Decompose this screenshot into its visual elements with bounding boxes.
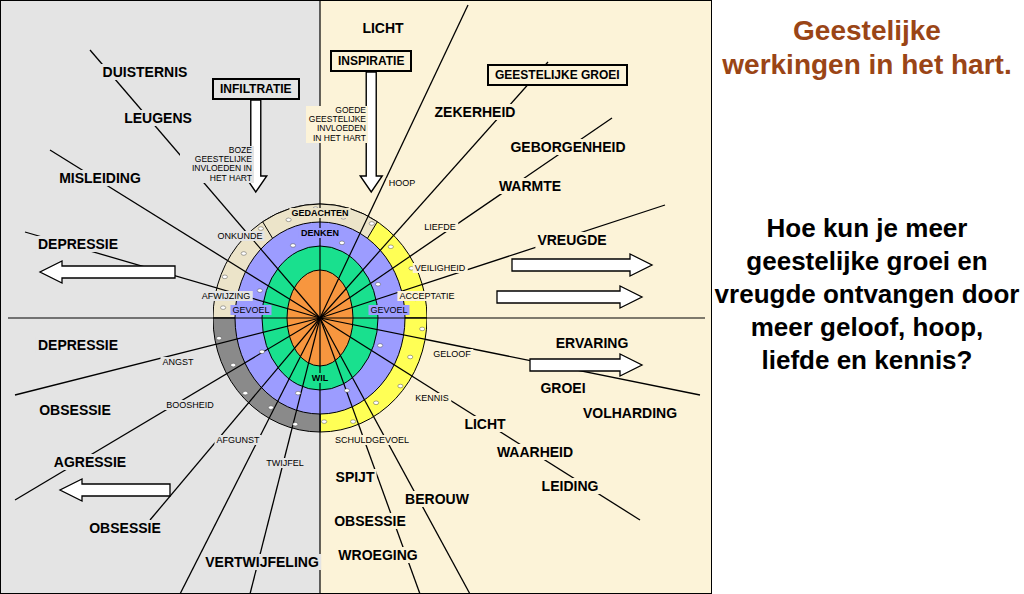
ring-dot <box>369 222 374 226</box>
ring-label: DENKEN <box>299 228 341 238</box>
effect-label: VREUGDE <box>535 232 608 248</box>
ring-dot <box>295 391 300 395</box>
heading-box: INSPIRATIE <box>330 50 412 72</box>
direction-arrow <box>60 479 170 501</box>
box-title: INFILTRATIE <box>220 82 292 96</box>
ring-dot <box>339 241 344 245</box>
influence-label: BOOSHEID <box>164 400 216 410</box>
influence-label: ACCEPTATIE <box>397 291 456 301</box>
effect-label: DUISTERNIS <box>101 64 190 80</box>
spoke-line <box>320 318 427 434</box>
ring-dot <box>322 420 327 424</box>
ring-dot <box>290 244 295 248</box>
spoke-line <box>320 318 420 434</box>
effect-label: DEPRESSIE <box>36 337 120 353</box>
ring-dot <box>257 289 262 293</box>
influence-label: ONKUNDE <box>215 231 264 241</box>
ring-label: GEDACHTEN <box>289 208 350 218</box>
divider-line <box>319 0 320 594</box>
ring-dot <box>258 227 263 231</box>
influence-label: VEILIGHEID <box>413 263 468 273</box>
ring-dot <box>378 344 383 348</box>
ring-dot <box>293 422 298 426</box>
spoke-line <box>320 318 427 395</box>
effect-label: ZEKERHEID <box>433 104 518 120</box>
ring-dot <box>420 327 425 331</box>
influence-label: ANGST <box>160 357 195 367</box>
effect-label: LICHT <box>360 20 405 36</box>
ring-dot <box>243 391 248 395</box>
ring-dot <box>373 401 378 405</box>
spoke-line <box>213 318 320 434</box>
direction-arrow <box>497 286 642 308</box>
ring-dot <box>351 420 356 424</box>
influence-label: HOOP <box>387 178 418 188</box>
ring-label: GEVOEL <box>368 305 409 315</box>
effect-label: VERTWIJFELING <box>203 554 321 570</box>
effect-label: ERVARING <box>554 335 631 351</box>
heading-box: INFILTRATIE <box>212 78 300 100</box>
ring-dot <box>241 252 246 256</box>
influence-label: SCHULDGEVOEL <box>333 435 411 445</box>
effect-label: WAARHEID <box>495 444 575 460</box>
spoke-line <box>320 205 427 318</box>
effect-label: LEUGENS <box>122 110 194 126</box>
effect-label: WARMTE <box>497 178 563 194</box>
effect-label: WROEGING <box>336 547 419 563</box>
influence-label: AFWIJZING <box>200 291 253 301</box>
effect-label: AGRESSIE <box>52 454 128 470</box>
influence-label: LIEFDE <box>422 222 458 232</box>
direction-arrow <box>512 254 652 276</box>
ring-dot <box>344 389 349 393</box>
influence-label: KENNIS <box>413 393 451 403</box>
effect-label: VOLHARDING <box>581 405 679 421</box>
spoke-line <box>213 232 320 318</box>
ring-dot <box>222 275 227 279</box>
ring-dot <box>286 218 291 222</box>
effect-label: OBSESSIE <box>87 520 163 536</box>
effect-label: MISLEIDING <box>57 170 143 186</box>
ring-dot <box>388 245 393 249</box>
effect-label: LEIDING <box>540 478 601 494</box>
ring-label: WIL <box>310 373 331 383</box>
effect-label: OBSESSIE <box>37 402 113 418</box>
ring-dot <box>398 384 403 388</box>
question-caption: Hoe kun je meer geestelijke groei en vre… <box>714 212 1020 377</box>
ring-dot <box>268 406 273 410</box>
influence-label: BOZE GEESTELIJKE INVLOEDEN IN HET HART <box>180 146 254 183</box>
box-title: GEESTELIJKE GROEI <box>495 68 620 82</box>
page-title: Geestelijke werkingen in het hart. <box>722 14 1012 82</box>
ring-dot <box>216 336 221 340</box>
influence-label: GOEDE GEESTELIJKE INVLOEDEN IN HET HART <box>306 106 368 143</box>
effect-label: GEBORGENHEID <box>508 139 627 155</box>
divider-line <box>8 317 705 318</box>
influence-label: GELOOF <box>431 349 473 359</box>
direction-arrow <box>530 354 642 376</box>
influence-label: AFGUNST <box>214 435 261 445</box>
direction-arrow <box>40 261 175 283</box>
box-title: INSPIRATIE <box>338 54 404 68</box>
ring-dot <box>231 363 236 367</box>
effect-label: GROEI <box>538 380 587 396</box>
ring-label: GEVOEL <box>230 305 271 315</box>
ring-dot <box>375 282 380 286</box>
heart-circle: GEDACHTEN DENKEN GEVOEL GEVOEL WIL <box>213 192 427 434</box>
influence-label: TWIJFEL <box>264 458 306 468</box>
spoke-line <box>213 318 320 434</box>
heading-box: GEESTELIJKE GROEI <box>487 64 628 86</box>
ring-dot <box>221 306 226 310</box>
effect-label: DEPRESSIE <box>36 236 120 252</box>
spoke-line <box>213 318 320 434</box>
effect-label: SPIJT <box>334 469 377 485</box>
panel-border <box>1 1 712 594</box>
effect-label: LICHT <box>462 416 507 432</box>
ring-dot <box>408 355 413 359</box>
ring-dot <box>259 350 264 354</box>
effect-label: BEROUW <box>403 491 471 507</box>
effect-label: OBSESSIE <box>332 513 408 529</box>
